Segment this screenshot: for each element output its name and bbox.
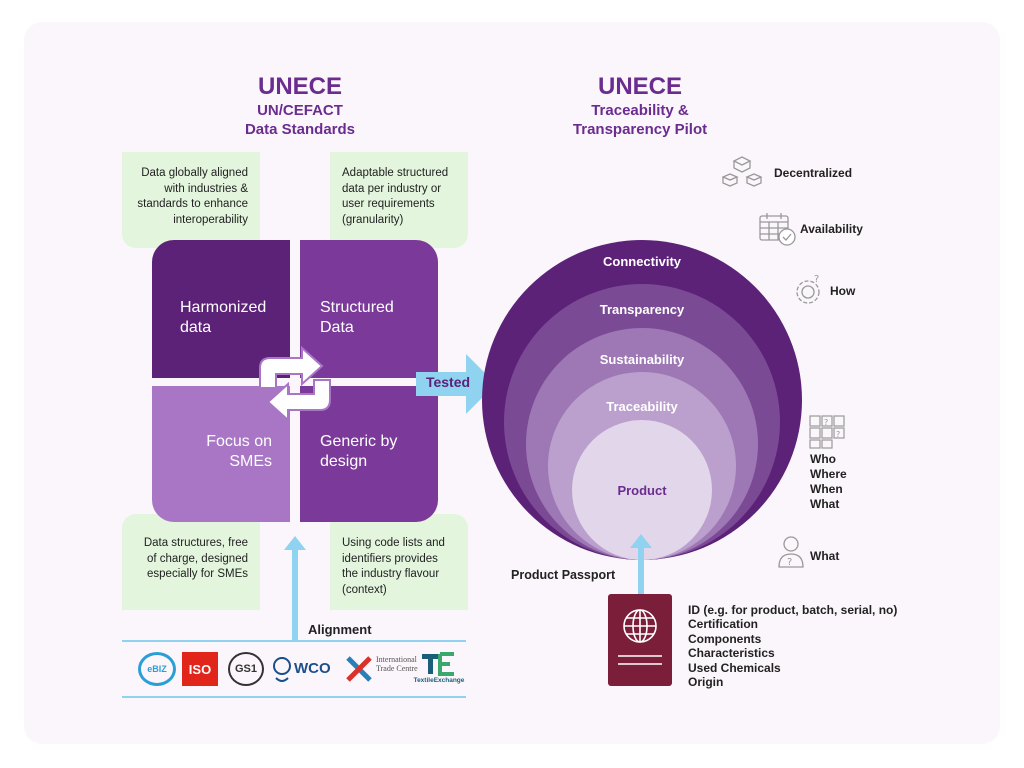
left-title-line2: Data Standards [244, 120, 356, 138]
attribute-characteristics: Characteristics [688, 646, 775, 661]
aspect-what: What [810, 549, 840, 563]
note-top-left: Data globally aligned with industries & … [122, 152, 260, 248]
right-title-main: UNECE [597, 73, 682, 100]
gear-question-icon: ? [796, 274, 820, 304]
alignment-line-top [122, 640, 466, 642]
attribute-components: Components [688, 631, 762, 646]
right-title-line2: Transparency Pilot [572, 120, 708, 138]
passport-arrow [630, 534, 652, 596]
ring-label-transparency: Transparency [599, 302, 685, 317]
ebiz-logo-text: eBIZ [147, 664, 167, 674]
ring-product [572, 420, 712, 560]
svg-text:?: ? [814, 274, 819, 285]
quadrant-structured: Structured Data [300, 240, 438, 378]
left-title-line1: UN/CEFACT [257, 102, 343, 119]
itc-emblem-icon [346, 656, 372, 682]
right-title-line1: Traceability & [591, 102, 689, 119]
left-title: UNECE UN/CEFACT Data Standards [180, 72, 420, 140]
ebiz-logo: eBIZ [138, 652, 176, 686]
attribute-certification: Certification [688, 617, 759, 632]
grid-question-icon: ? ? [809, 415, 845, 449]
passport-attributes: ID (e.g. for product, batch, serial, no)… [688, 603, 897, 689]
quadrant-harmonized: Harmonized data [152, 240, 290, 378]
svg-text:?: ? [787, 557, 792, 568]
quadrant-structured-label: Structured Data [320, 299, 394, 336]
aspect-who-where-when-what: Who Where When What [810, 452, 847, 511]
attribute-origin: Origin [688, 674, 724, 689]
itc-logo-text: International Trade Centre [376, 655, 418, 673]
quadrant-harmonized-label: Harmonized data [180, 299, 267, 336]
concentric-layers [482, 240, 802, 560]
rotate-arrows-icon [259, 345, 331, 423]
person-question-icon: ? [778, 536, 804, 568]
aspect-how: How [830, 284, 856, 298]
right-title: UNECE Traceability & Transparency Pilot [520, 72, 760, 140]
globe-icon [618, 609, 662, 665]
passport-label: Product Passport [511, 568, 616, 582]
textile-exchange-logo-text: TextileExchange [413, 677, 465, 684]
wco-logo-text: WCO [294, 660, 331, 677]
quadrant-generic: Generic by design [300, 386, 438, 522]
textile-exchange-emblem-icon [422, 652, 454, 676]
gs1-logo: GS1 [228, 652, 264, 686]
ring-label-connectivity: Connectivity [602, 254, 681, 269]
passport-icon [608, 594, 672, 686]
alignment-arrow [284, 536, 306, 642]
note-bottom-right: Using code lists and identifiers provide… [330, 514, 468, 610]
quadrant-smes-label: Focus on SMEs [206, 433, 272, 470]
iso-logo-text: ISO [188, 661, 212, 677]
svg-text:?: ? [836, 430, 840, 439]
calendar-icon [759, 213, 796, 246]
gs1-logo-text: GS1 [234, 663, 257, 675]
aspect-decentralized: Decentralized [774, 166, 853, 180]
quadrant-generic-label: Generic by design [320, 433, 398, 470]
wco-emblem-icon [273, 657, 291, 682]
ring-label-traceability: Traceability [606, 399, 678, 414]
quadrant-smes: Focus on SMEs [152, 386, 290, 522]
iso-logo: ISO [182, 652, 218, 686]
ring-label-sustainability: Sustainability [599, 352, 685, 367]
attribute-id: ID (e.g. for product, batch, serial, no) [688, 603, 898, 617]
aspect-availability: Availability [800, 222, 863, 236]
tested-arrow [416, 354, 496, 414]
decentralized-icon [722, 156, 762, 187]
alignment-label: Alignment [308, 622, 372, 637]
attribute-used-chemicals: Used Chemicals [688, 660, 781, 675]
ring-label-product: Product [617, 483, 667, 498]
svg-text:?: ? [824, 418, 828, 427]
note-top-right: Adaptable structured data per industry o… [330, 152, 468, 248]
note-bottom-left: Data structures, free of charge, designe… [122, 514, 260, 610]
tested-label: Tested [425, 374, 471, 390]
left-title-main: UNECE [257, 73, 342, 100]
alignment-line-bottom [122, 696, 466, 698]
